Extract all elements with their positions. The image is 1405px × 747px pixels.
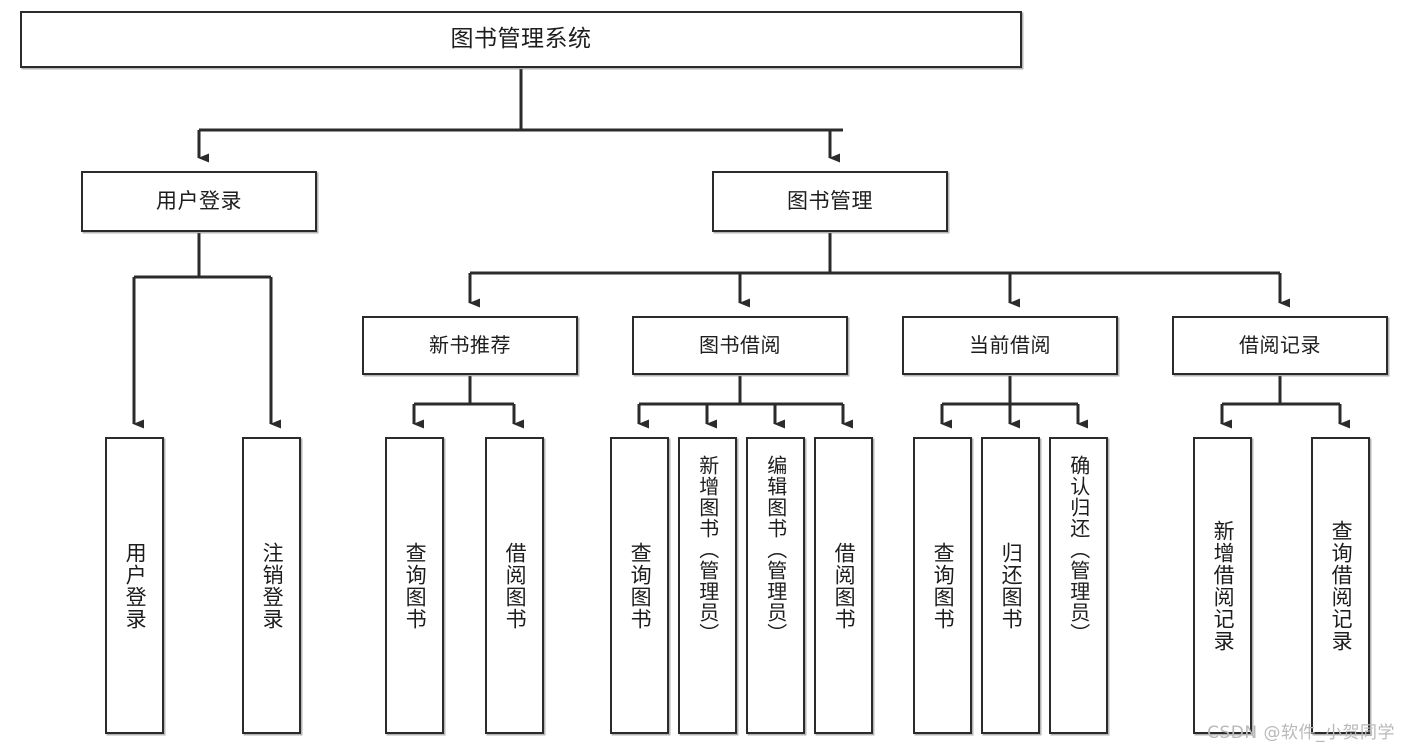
node-leaf-recommend-borrow-book[interactable]: 借阅图书: [485, 437, 544, 734]
node-leaf-user-logout-label: 注销登录: [260, 541, 285, 630]
node-leaf-current-return-book-label: 归还图书: [999, 541, 1024, 630]
node-leaf-record-add[interactable]: 新增借阅记录: [1193, 437, 1252, 734]
node-leaf-user-login-label: 用户登录: [123, 541, 148, 630]
node-leaf-recommend-query-book[interactable]: 查询图书: [385, 437, 444, 734]
node-leaf-record-query[interactable]: 查询借阅记录: [1311, 437, 1370, 734]
node-root-book-management-system[interactable]: 图书管理系统: [20, 11, 1022, 68]
node-book-borrow[interactable]: 图书借阅: [632, 316, 848, 375]
node-user-login[interactable]: 用户登录: [81, 171, 317, 232]
node-leaf-borrow-edit-book[interactable]: 编辑图书（管理员）: [746, 437, 805, 734]
node-book-borrow-label: 图书借阅: [699, 332, 781, 357]
node-borrow-record[interactable]: 借阅记录: [1172, 316, 1388, 375]
node-leaf-current-return-book[interactable]: 归还图书: [981, 437, 1040, 734]
node-leaf-borrow-query-book-label: 查询图书: [628, 541, 653, 630]
node-leaf-borrow-borrow-book[interactable]: 借阅图书: [814, 437, 873, 734]
node-leaf-recommend-borrow-book-label: 借阅图书: [503, 541, 528, 630]
node-leaf-borrow-add-book[interactable]: 新增图书（管理员）: [678, 437, 737, 734]
node-leaf-recommend-query-book-label: 查询图书: [403, 541, 428, 630]
node-leaf-current-confirm-return-label: 确认归还（管理员）: [1066, 455, 1091, 644]
node-leaf-current-query-book[interactable]: 查询图书: [913, 437, 972, 734]
node-leaf-borrow-edit-book-label: 编辑图书（管理员）: [763, 455, 788, 644]
node-book-management-label: 图书管理: [787, 189, 873, 214]
node-leaf-user-logout[interactable]: 注销登录: [242, 437, 301, 734]
node-leaf-current-confirm-return[interactable]: 确认归还（管理员）: [1049, 437, 1108, 734]
node-leaf-user-login[interactable]: 用户登录: [105, 437, 164, 734]
node-new-book-recommend[interactable]: 新书推荐: [362, 316, 578, 375]
node-current-borrow-label: 当前借阅: [969, 332, 1051, 357]
node-current-borrow[interactable]: 当前借阅: [902, 316, 1118, 375]
node-leaf-borrow-borrow-book-label: 借阅图书: [832, 541, 857, 630]
node-new-book-recommend-label: 新书推荐: [429, 332, 511, 357]
node-leaf-borrow-query-book[interactable]: 查询图书: [610, 437, 669, 734]
node-borrow-record-label: 借阅记录: [1239, 332, 1321, 357]
node-book-management[interactable]: 图书管理: [712, 171, 948, 232]
node-leaf-borrow-add-book-label: 新增图书（管理员）: [695, 455, 720, 644]
node-user-login-label: 用户登录: [156, 189, 242, 214]
node-leaf-record-query-label: 查询借阅记录: [1329, 519, 1354, 652]
node-root-label: 图书管理系统: [450, 25, 592, 52]
csdn-watermark: CSDN @软件_小贺同学: [1207, 723, 1395, 743]
node-leaf-current-query-book-label: 查询图书: [931, 541, 956, 630]
node-leaf-record-add-label: 新增借阅记录: [1211, 519, 1236, 652]
